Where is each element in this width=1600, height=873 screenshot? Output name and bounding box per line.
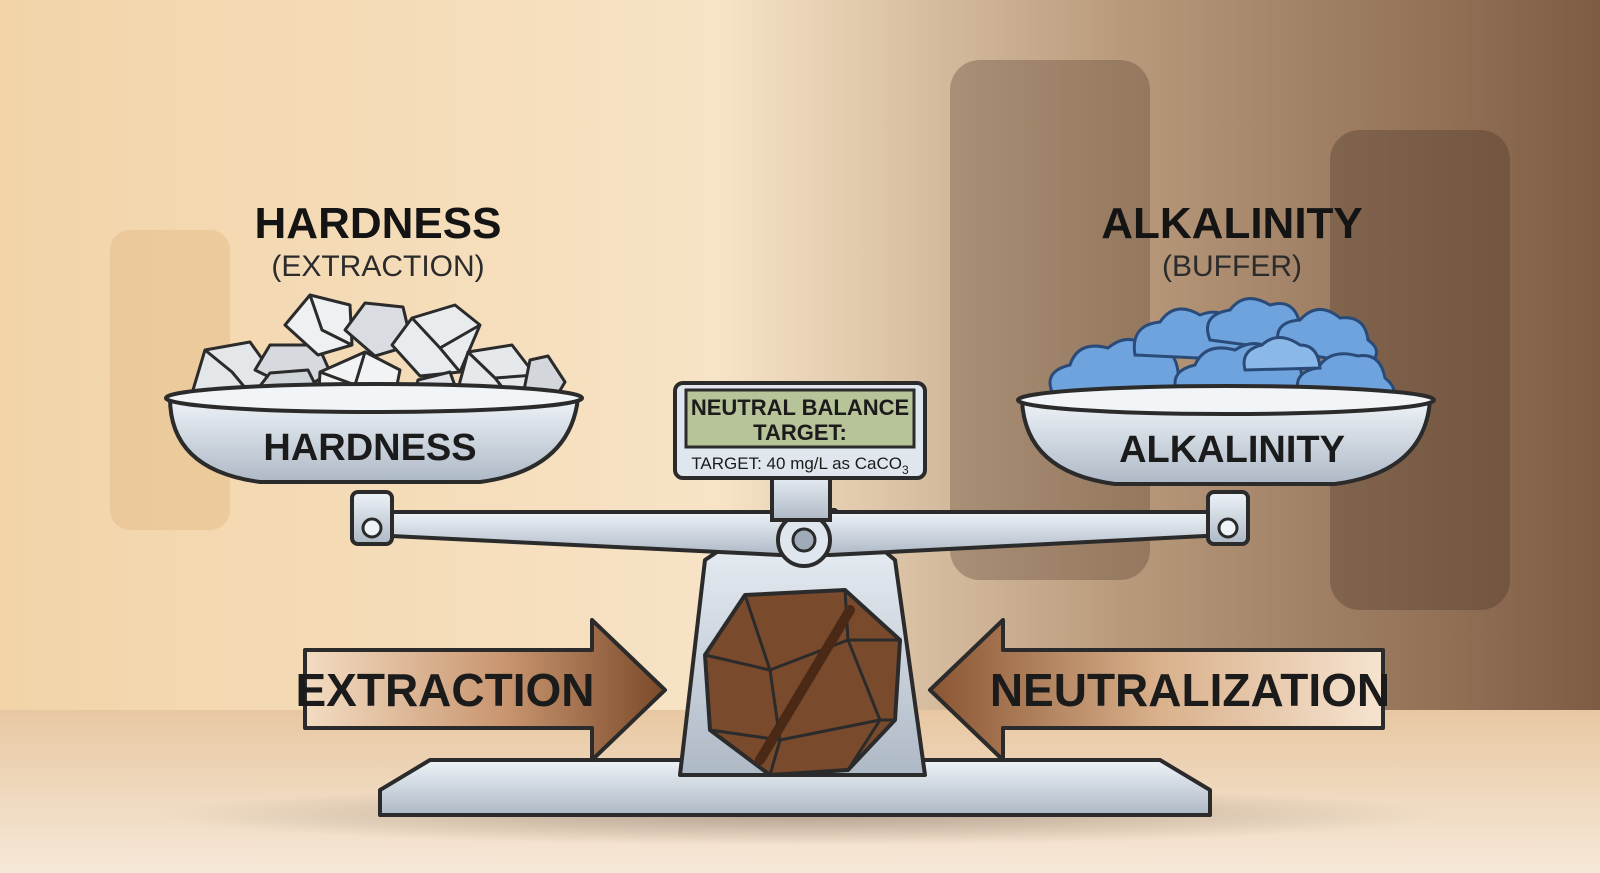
alkalinity-pan: ALKALINITY (1016, 297, 1436, 486)
alkalinity-title: ALKALINITY (1101, 199, 1363, 248)
neutralization-label: NEUTRALIZATION (990, 664, 1390, 716)
display-target: TARGET: 40 mg/L as CaCO3 (691, 454, 909, 477)
display-screen (684, 388, 916, 449)
neutralization-arrow: NEUTRALIZATION (928, 618, 1390, 762)
background-blur-shape (1330, 130, 1510, 610)
left-hanger-pin (361, 517, 383, 539)
right-hanger-pin (1217, 517, 1239, 539)
display-line-2: TARGET: (753, 420, 847, 445)
background-blur-shape (950, 60, 1150, 580)
neutral-balance-display: NEUTRAL BALANCE TARGET: TARGET: 40 mg/L … (673, 381, 927, 480)
scale-base (378, 758, 1212, 817)
alkalinity-pan-label: ALKALINITY (1119, 429, 1345, 471)
hardness-subtitle: (EXTRACTION) (271, 250, 484, 283)
beam-pivot-center (791, 527, 817, 553)
hardness-pan: HARDNESS (164, 293, 584, 484)
alkalinity-subtitle: (BUFFER) (1162, 250, 1302, 283)
display-line-1: NEUTRAL BALANCE (691, 395, 909, 420)
hardness-pan-label: HARDNESS (263, 427, 476, 469)
extraction-label: EXTRACTION (296, 664, 595, 716)
hardness-title: HARDNESS (255, 199, 502, 248)
extraction-arrow: EXTRACTION (296, 618, 667, 762)
coffee-bean-icon (703, 588, 902, 777)
